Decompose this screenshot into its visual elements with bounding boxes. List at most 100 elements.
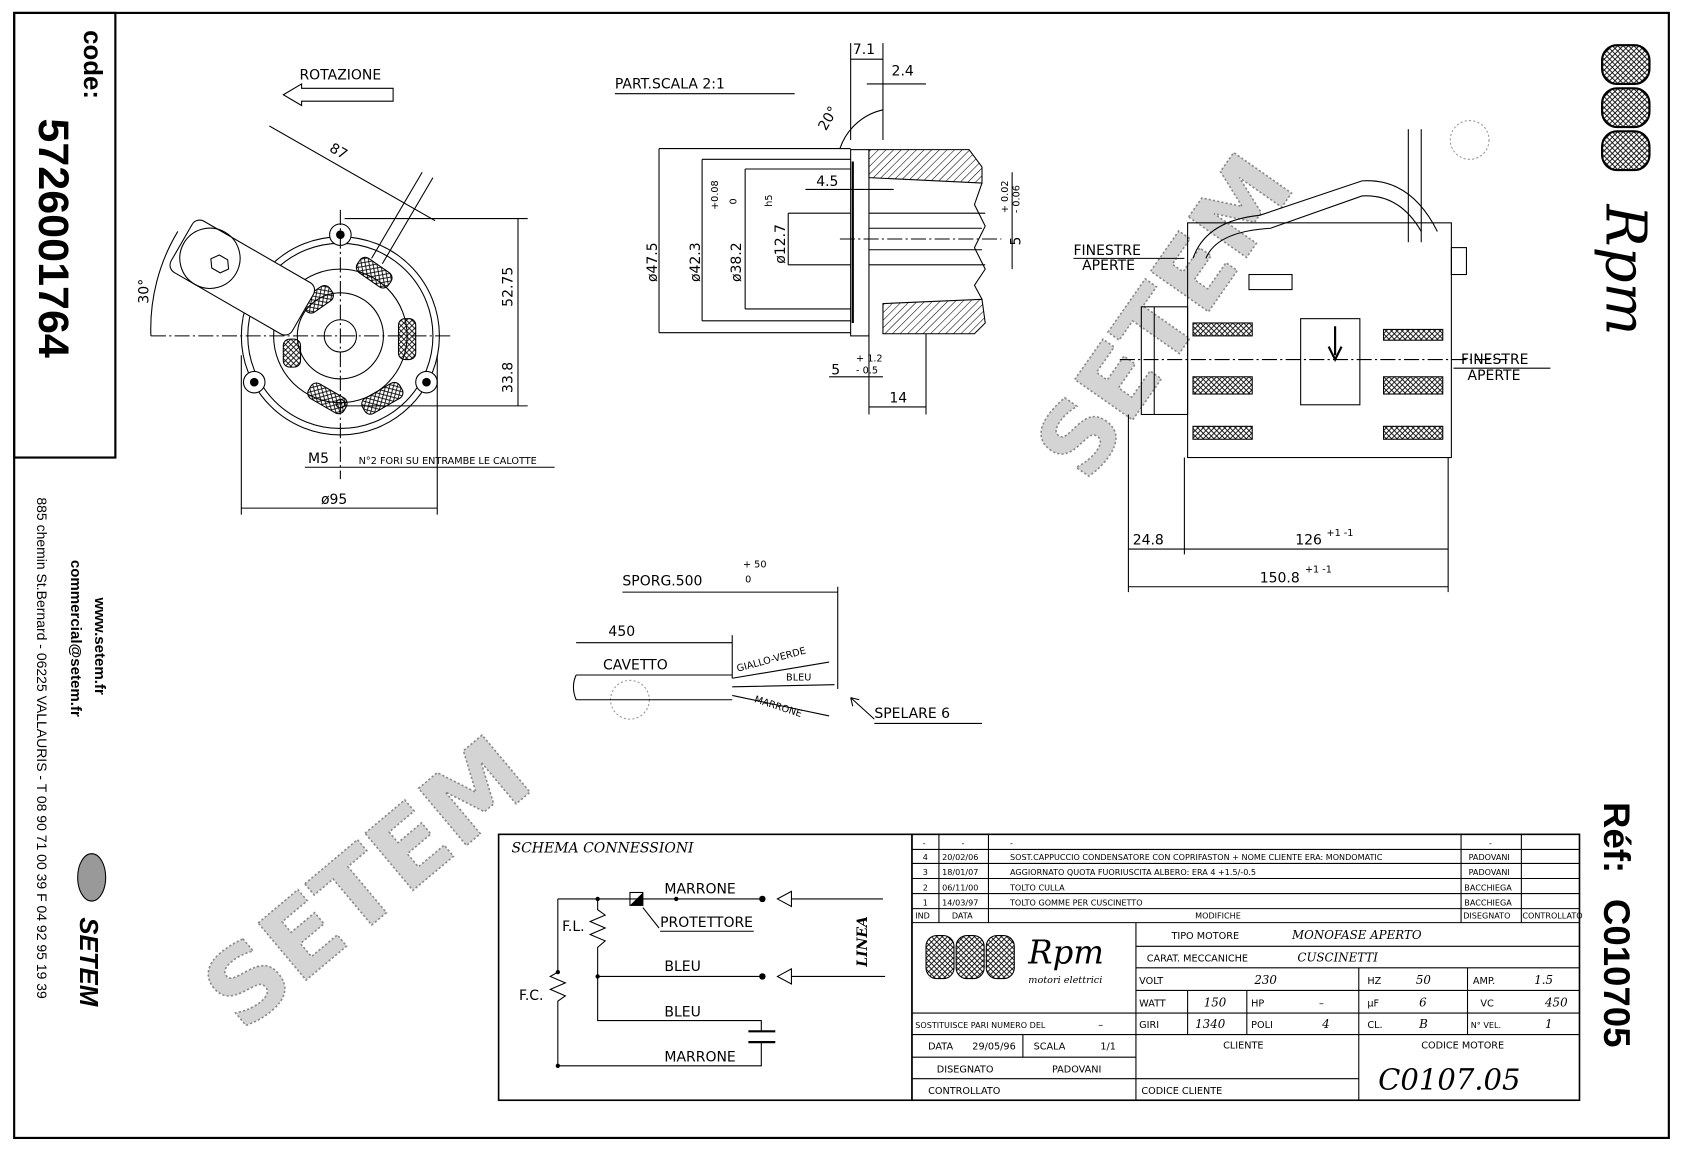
mod-drawn: BACCHIEGA <box>1464 883 1512 892</box>
header-drawn: DISEGNATO <box>1463 911 1510 920</box>
nut <box>1450 247 1467 276</box>
amp-value: 1.5 <box>1534 973 1553 987</box>
dim-126-tol: +1 -1 <box>1326 528 1353 539</box>
tol-plus-0-02: + 0.02 <box>1000 180 1011 213</box>
uf-value: 6 <box>1419 996 1427 1010</box>
header-checked: CONTROLLATO <box>1522 911 1582 920</box>
code-value: 5726001764 <box>29 118 77 357</box>
mod-ind: 2 <box>923 883 928 892</box>
watt-value: 150 <box>1204 996 1227 1010</box>
mod-drawn: PADOVANI <box>1469 868 1510 877</box>
controllato-label: CONTROLLATO <box>928 1086 1001 1097</box>
tol-plus-0-08: +0.08 <box>710 180 721 210</box>
dim-2-4: 2.4 <box>892 63 914 79</box>
registered-mark-icon <box>1449 120 1490 160</box>
reference-label: Réf: <box>1596 802 1637 873</box>
uf-label: µF <box>1367 999 1379 1010</box>
contact-info: www.setem.fr commercial@setem.fr 885 che… <box>34 497 108 1006</box>
sporg-tol-plus: + 50 <box>743 559 767 570</box>
carat-label: CARAT. MECCANICHE <box>1147 953 1248 964</box>
data-label: DATA <box>928 1042 953 1053</box>
rpm-logo: Rpm motori elettrici <box>925 934 1104 986</box>
detail-title: PART.SCALA 2:1 <box>615 76 725 92</box>
modifications-header: IND DATA MODIFICHE DISEGNATO CONTROLLATO <box>915 911 1582 920</box>
tol-plus-1-2: + 1.2 <box>856 354 883 365</box>
dim-diameter-95: ø95 <box>321 492 347 508</box>
dim-5-key: 5 <box>1009 237 1025 246</box>
hp-value: – <box>1319 999 1324 1010</box>
scala-label: SCALA <box>1034 1042 1066 1053</box>
connection-schema: SCHEMA CONNESSIONI MARRONE PROTETTORE F.… <box>497 833 913 1102</box>
sporg-label: SPORG.500 <box>622 574 702 590</box>
dim-angle-30: 30° <box>137 279 153 304</box>
tipo-motore-value: MONOFASE APERTO <box>1291 928 1422 942</box>
sporg-tol-minus: 0 <box>745 574 751 585</box>
wire-gv-label: GIALLO-VERDE <box>736 646 808 675</box>
setem-planet-icon <box>77 853 107 902</box>
website-link[interactable]: www.setem.fr <box>91 596 108 695</box>
dim-14: 14 <box>889 391 907 407</box>
windows-left-label-1: FINESTRE <box>1073 243 1140 259</box>
dim-angle-20: 20° <box>815 104 841 133</box>
mod-text: TOLTO GOMME PER CUSCINETTO <box>1009 898 1143 907</box>
carat-value: CUSCINETTI <box>1297 950 1378 964</box>
fit-h5: h5 <box>764 194 775 206</box>
modification-row: 1 14/03/97 TOLTO GOMME PER CUSCINETTO BA… <box>923 898 1512 907</box>
strip-label: SPELARE 6 <box>874 706 950 722</box>
mod-date: 06/11/00 <box>942 883 978 892</box>
capacitor-box <box>169 219 316 336</box>
vc-label: VC <box>1480 999 1494 1010</box>
dim-d47-5: ø47.5 <box>645 242 661 282</box>
down-arrow-icon <box>1327 326 1343 362</box>
schema-bleu-mid: BLEU <box>664 959 700 975</box>
mod-text: - <box>1010 839 1013 848</box>
watt-label: WATT <box>1139 999 1166 1010</box>
windows-left-label-2: APERTE <box>1082 258 1135 274</box>
tol-minus-0-06: - 0.06 <box>1012 185 1023 213</box>
schema-marrone-top: MARRONE <box>664 882 735 898</box>
mod-ind: 3 <box>923 868 928 877</box>
dim-150-8: 150.8 <box>1260 570 1300 586</box>
mod-drawn: BACCHIEGA <box>1464 898 1512 907</box>
windows-right-label-2: APERTE <box>1468 368 1521 384</box>
schema-marrone-bottom: MARRONE <box>664 1049 735 1065</box>
rotation-arrow-icon <box>282 83 394 107</box>
fl-winding <box>588 898 762 1032</box>
mod-date: 20/02/06 <box>942 853 978 862</box>
wire-brown-label: MARRONE <box>753 694 803 720</box>
mod-date: - <box>962 839 965 848</box>
rotation-label: ROTAZIONE <box>299 68 381 84</box>
cable-exit <box>371 171 434 265</box>
code-label: code: <box>78 30 106 99</box>
hatched-section-top <box>868 149 983 184</box>
header-text: MODIFICHE <box>1195 911 1241 920</box>
data-value: 29/05/96 <box>972 1042 1015 1053</box>
dim-d12-7: ø12.7 <box>773 224 789 264</box>
front-view: ROTAZIONE 87 30° <box>137 68 555 515</box>
cl-label: CL. <box>1367 1020 1382 1031</box>
mod-date: 14/03/97 <box>942 898 978 907</box>
email-link[interactable]: commercial@setem.fr <box>67 560 84 717</box>
cable-sheath <box>572 674 733 701</box>
disegnato-value: PADOVANI <box>1052 1064 1101 1075</box>
mod-text: TOLTO CULLA <box>1009 883 1065 892</box>
vc-value: 450 <box>1544 996 1568 1010</box>
watermark-text-right: SETEM <box>1014 134 1316 497</box>
rpm-subtitle: motori elettrici <box>1028 975 1102 986</box>
mod-text: SOST.CAPPUCCIO CONDENSATORE CON COPRIFAS… <box>1010 853 1383 862</box>
mod-text: AGGIORNATO QUOTA FUORIUSCITA ALBERO: ERA… <box>1010 868 1256 877</box>
cable-routing <box>1192 180 1438 259</box>
rpm-logo-text: Rpm <box>1592 204 1657 336</box>
cl-value: B <box>1418 1017 1428 1031</box>
dim-5: 5 <box>831 363 840 379</box>
cable-label: CAVETTO <box>603 658 668 674</box>
header-ind: IND <box>915 911 930 920</box>
side-view: FINESTRE APERTE FINESTRE APERTE 24.8 126… <box>1073 129 1551 593</box>
codice-motore-value: C0107.05 <box>1378 1062 1520 1096</box>
strip-arrow-icon <box>850 697 875 720</box>
amp-label: AMP. <box>1473 976 1495 987</box>
address-text: 885 chemin St.Bernard - 06225 VALLAURIS … <box>34 497 50 999</box>
thread-m5: M5 <box>308 451 329 467</box>
windows-right-label-1: FINESTRE <box>1461 352 1528 368</box>
